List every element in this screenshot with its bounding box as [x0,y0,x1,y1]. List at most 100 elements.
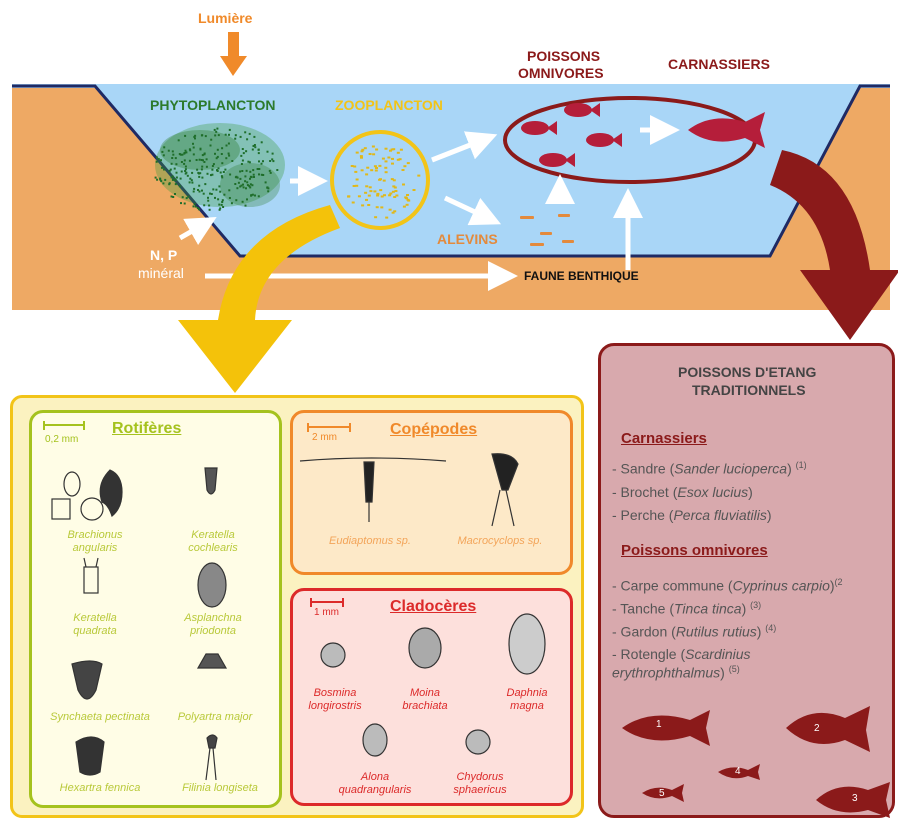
zooplankton-speck [394,190,398,192]
phytoplankton-speck [172,153,175,156]
omnivores-heading: Poissons omnivores [621,542,768,559]
cladoceres-scale-bar [310,598,344,607]
phytoplankton-speck [155,156,158,159]
phytoplankton-speck [179,177,182,180]
list-item: - Perche (Perca fluviatilis) [612,507,772,523]
zooplankton-speck [375,167,378,169]
zooplankton-speck [354,170,358,173]
phytoplankton-speck [215,130,218,133]
carnassiers-heading: Carnassiers [621,430,707,447]
phytoplankton-speck [227,152,230,155]
zooplankton-speck [391,190,395,193]
phytoplankton-speck [214,134,217,137]
phytoplankton-speck [239,170,242,173]
phytoplankton-speck [205,165,208,168]
phytoplankton-speck [217,198,220,201]
zooplankton-speck [374,216,378,219]
phytoplankton-speck [242,186,245,189]
phytoplankton-speck [230,202,233,205]
phytoplankton-speck [254,146,257,149]
phytoplankton-speck [193,135,196,138]
zooplankton-speck [363,147,367,150]
phytoplankton-speck [195,159,198,161]
zooplankton-speck [378,164,382,167]
phytoplankton-speck [247,160,250,163]
phytoplankton-speck [260,141,263,144]
phytoplankton-speck [209,192,211,195]
zooplankton-speck [376,194,380,197]
zooplankton-speck [398,158,402,161]
zooplankton-speck [389,192,393,195]
zooplankton-speck [365,198,368,201]
phytoplankton-speck [163,146,166,149]
phytoplankton-speck [184,134,187,137]
phytoplankton-speck [249,186,252,189]
zooplankton-speck [368,153,372,155]
phytoplankton-speck [198,184,201,187]
phytoplankton-speck [197,208,200,211]
phytoplankton-speck [199,147,202,150]
phytoplankton-speck [200,134,203,137]
phytoplankton-speck [229,173,232,176]
phytoplankton-speck [215,157,218,160]
zooplankton-speck [407,199,411,202]
phytoplankton-speck [253,135,256,138]
zooplankton-speck [405,203,409,206]
phytoplankton-speck [245,169,248,172]
phytoplankton-speck [272,160,275,163]
phytoplankton-speck [215,188,218,191]
phytoplankton-speck [267,190,270,193]
organism-label-eudiaptomus: Eudiaptomus sp. [329,535,411,547]
phytoplankton-speck [156,178,159,181]
phytoplankton-speck [216,170,219,172]
phytoplankton-speck [193,187,196,190]
phytoplankton-speck [220,153,223,155]
phytoplankton-speck [183,202,186,205]
phytoplankton-speck [228,189,231,192]
phytoplankton-speck [203,204,206,207]
phytoplankton-speck [241,200,244,203]
phytoplankton-speck [161,166,163,169]
phytoplankton-speck [185,197,188,200]
phytoplankton-speck [192,146,195,149]
phytoplankton-speck [210,138,213,141]
phytoplankton-speck [181,196,184,199]
zooplankton-speck [373,165,377,168]
fish-number-1: 1 [656,719,662,730]
phytoplankton-speck [221,147,224,150]
phytoplankton-speck [194,137,196,140]
zooplankton-label: ZOOPLANCTON [335,97,443,113]
phytoplankton-speck [188,181,191,184]
zooplankton-speck [388,208,392,211]
phytoplankton-speck [228,197,231,199]
phytoplankton-speck [169,168,172,171]
zooplankton-speck [380,206,384,209]
phytoplankton-speck [183,152,186,155]
phytoplankton-speck [258,160,260,163]
phytoplankton-speck [222,206,225,208]
zooplankton-speck [347,195,351,198]
phytoplankton-speck [211,173,214,176]
phytoplankton-speck [256,168,259,170]
zooplankton-speck [367,194,371,197]
phytoplankton-speck [198,190,201,193]
list-item: - Tanche (Tinca tinca) (3) [612,600,762,617]
zooplankton-speck [379,189,383,192]
phytoplankton-speck [194,205,197,208]
zooplankton-speck [352,185,356,187]
fish-number-2: 2 [814,723,820,734]
phytoplankton-speck [203,161,206,163]
organism-label-hexartra: Hexartra fennica [59,782,141,794]
phytoplankton-speck [244,180,247,183]
phytoplankton-speck [252,173,255,176]
phytoplankton-speck [236,176,239,179]
list-item: - Sandre (Sander lucioperca) (1) [612,460,807,477]
phytoplankton-speck [184,149,187,152]
zooplankton-speck [381,157,385,160]
phytoplankton-speck [160,180,163,183]
fish-panel-title-line2: TRADITIONNELS [692,382,806,398]
